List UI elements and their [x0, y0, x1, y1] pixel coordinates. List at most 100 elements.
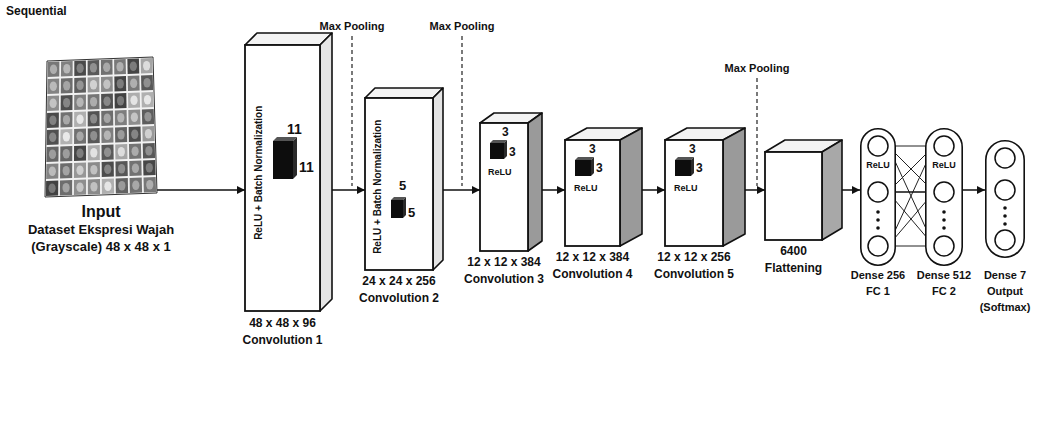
ellipsis-dot	[942, 218, 946, 222]
pooling-divider	[351, 36, 352, 186]
face-thumbnail	[101, 60, 113, 75]
image-frame	[45, 57, 157, 197]
thumbnail-face	[50, 98, 57, 108]
thumbnail-cell	[74, 61, 86, 76]
thumbnail-cell	[143, 160, 155, 175]
face-thumbnail	[128, 110, 140, 125]
layer-name: Convolution 1	[243, 334, 323, 348]
thumbnail-face	[76, 148, 83, 158]
kernel-square	[490, 143, 504, 159]
face-thumbnail	[88, 179, 100, 194]
kernel-size: 3	[509, 146, 516, 160]
thumbnail-face	[103, 62, 110, 72]
face-thumbnail	[130, 178, 142, 193]
thumbnail-face	[63, 98, 70, 108]
thumbnail-cell	[47, 96, 59, 111]
thumbnail-face	[90, 114, 97, 124]
face-thumbnail	[114, 59, 126, 74]
face-thumbnail	[47, 113, 59, 128]
thumbnail-cell	[60, 163, 72, 178]
thumbnail-face	[131, 112, 138, 122]
thumbnail-cell	[47, 113, 59, 128]
layer-top-face	[245, 33, 332, 45]
thumbnail-face	[90, 80, 97, 90]
thumbnail-cell	[114, 76, 126, 91]
ellipsis-dot	[1003, 206, 1007, 210]
thumbnail-cell	[129, 144, 141, 159]
flow-arrow	[963, 189, 985, 191]
kernel-size: 3	[502, 126, 509, 140]
layer-column	[986, 141, 1024, 257]
kernel-size: 11	[287, 121, 302, 137]
layer-size: Dense 512	[917, 269, 971, 282]
neuron-circle	[868, 236, 888, 256]
dense-layer: ReLUDense 256FC 1	[860, 128, 896, 266]
face-thumbnail	[74, 180, 86, 195]
thumbnail-cell	[61, 78, 73, 93]
output-shape: 48 x 48 x 96	[249, 317, 316, 331]
face-thumbnail	[46, 147, 58, 162]
layer-activation: ReLU	[674, 183, 698, 193]
face-thumbnail	[88, 162, 100, 177]
layer-front-face	[365, 98, 433, 270]
pooling-label: Max Pooling	[320, 20, 385, 33]
ellipsis-dot	[876, 218, 880, 222]
thumbnail-cell	[74, 163, 86, 178]
thumbnail-face	[146, 163, 153, 173]
thumbnail-cell	[47, 79, 59, 94]
layer-outline	[985, 140, 1025, 258]
neuron-circle	[868, 136, 888, 156]
thumbnail-face	[117, 130, 124, 140]
kernel-top	[273, 137, 297, 141]
thumbnail-face	[50, 81, 57, 91]
kernel-square	[575, 160, 591, 176]
face-thumbnail	[47, 96, 59, 111]
thumbnail-cell	[129, 161, 141, 176]
thumbnail-face	[144, 95, 151, 105]
kernel-side	[403, 197, 406, 218]
face-thumbnail	[88, 60, 100, 75]
thumbnail-cell	[88, 77, 100, 92]
thumbnail-face	[77, 63, 84, 73]
face-thumbnail	[101, 128, 113, 143]
thumbnail-cell	[101, 128, 113, 143]
neuron-circle	[995, 148, 1015, 168]
face-thumbnail	[115, 110, 127, 125]
ellipsis-dot	[876, 210, 880, 214]
thumbnail-cell	[115, 127, 127, 142]
thumbnail-cell	[88, 60, 100, 75]
thumbnail-face	[63, 64, 70, 74]
kernel-square	[675, 160, 691, 176]
face-thumbnail	[142, 126, 154, 141]
thumbnail-cell	[129, 127, 141, 142]
flow-arrow	[745, 189, 765, 191]
face-thumbnail	[115, 161, 127, 176]
flatten-layer: 6400Flattening	[765, 140, 842, 240]
face-thumbnail	[129, 127, 141, 142]
kernel-size: 3	[596, 162, 603, 176]
layer-name: Convolution 4	[553, 268, 633, 282]
ellipsis-dot	[1003, 222, 1007, 226]
kernel-square	[391, 200, 403, 218]
layer-name: (Softmax)	[980, 301, 1031, 314]
thumbnail-cell	[46, 164, 58, 179]
kernel-side	[504, 140, 507, 159]
layer-name: Output	[987, 285, 1023, 298]
thumbnail-cell	[127, 59, 139, 74]
input-image: InputDataset Ekspresi Wajah(Grayscale) 4…	[45, 57, 157, 197]
thumbnail-face	[104, 181, 111, 191]
face-thumbnail	[60, 129, 72, 144]
layer-activation: ReLU + Batch Normalization	[253, 106, 265, 240]
thumbnail-face	[63, 81, 70, 91]
layer-activation: ReLU	[488, 167, 512, 177]
face-thumbnail	[141, 58, 153, 73]
kernel-size: 11	[299, 159, 314, 175]
face-thumbnail	[74, 163, 86, 178]
thumbnail-cell	[88, 162, 100, 177]
flow-arrow	[332, 189, 365, 191]
thumbnail-cell	[115, 144, 127, 159]
layer-front-face	[765, 152, 822, 240]
ellipsis-dot	[1003, 214, 1007, 218]
thumbnail-cell	[48, 62, 60, 77]
